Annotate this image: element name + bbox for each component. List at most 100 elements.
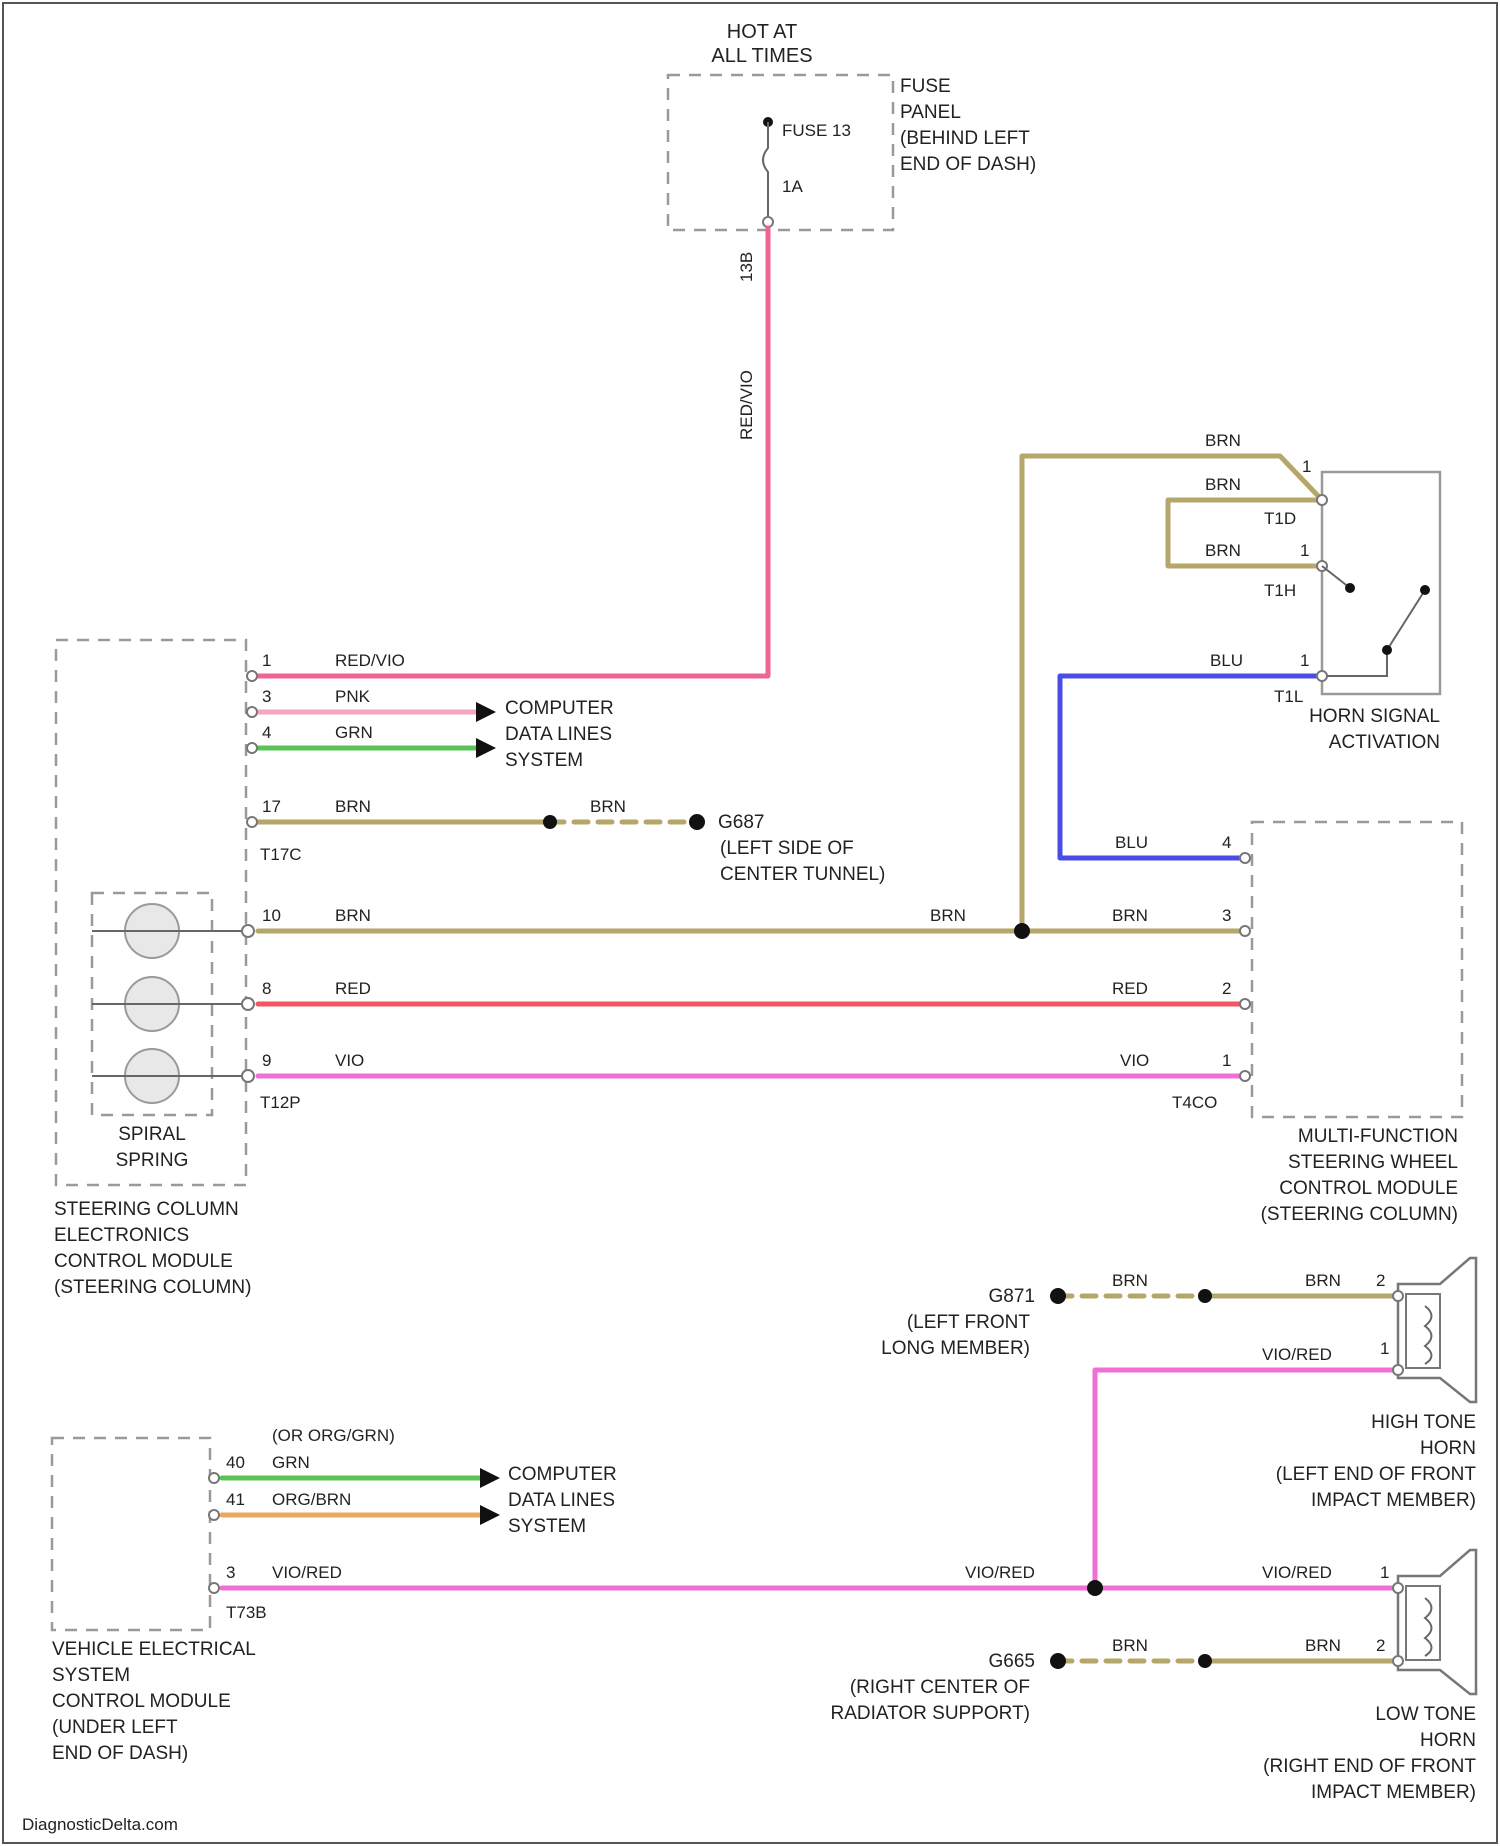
high-horn-name-line-4: IMPACT MEMBER) [1311,1490,1476,1511]
fuse-wire-label: RED/VIO [737,370,756,440]
arrow-pnk [476,702,496,722]
sccm-pin-3-wire: PNK [335,687,371,706]
low-horn-name-line-1: LOW TONE [1375,1704,1476,1725]
spiral-label-line-2: SPRING [116,1150,189,1171]
horn-switch-pin-1c: 1 [1300,651,1309,670]
vescm-pin-40 [209,1473,219,1483]
vescm-pin-41-wire: ORG/BRN [272,1490,351,1509]
sccm-name-line-2: ELECTRONICS [54,1225,189,1246]
horn-switch-name-line-2: ACTIVATION [1329,732,1440,753]
sccm-connector-top: T17C [260,845,302,864]
mfsw-name-line-3: CONTROL MODULE [1279,1178,1458,1199]
fuse-panel-line-1: FUSE [900,76,951,97]
mfsw-name-line-4: (STEERING COLUMN) [1261,1204,1458,1225]
vescm-pin-41 [209,1510,219,1520]
high-horn-pin-1 [1393,1365,1403,1375]
vescm-outline [52,1438,210,1630]
low-horn-pin-2-number: 2 [1376,1636,1385,1655]
sccm-name-line-4: (STEERING COLUMN) [54,1277,251,1298]
fuse-header-line-2: ALL TIMES [711,45,812,67]
sccm-name-line-1: STEERING COLUMN [54,1199,239,1220]
fuse-symbol [763,122,768,222]
fuse-label: FUSE 13 [782,121,851,140]
horn-switch-pin-t1d [1317,495,1327,505]
high-horn-name-line-1: HIGH TONE [1371,1412,1476,1433]
sccm-pin-8-wire: RED [335,979,371,998]
splice-g871-inline [1198,1289,1212,1303]
splice-g665-inline [1198,1654,1212,1668]
mfsw-name-line-1: MULTI-FUNCTION [1298,1126,1458,1147]
vescm-pin-3-wire: VIO/RED [272,1563,342,1582]
mfsw-connector: T4CO [1172,1093,1217,1112]
vescm-vio-red-mid-label: VIO/RED [965,1563,1035,1582]
fuse-terminal-label: 13B [737,252,756,282]
horn-switch-pin-1b: 1 [1300,541,1309,560]
vescm-pin-41-number: 41 [226,1490,245,1509]
high-horn-inner-icon [1406,1294,1440,1368]
g871-id: G871 [989,1286,1035,1307]
mfsw-pin-4-number: 4 [1222,833,1231,852]
sccm-pin-4-number: 4 [262,723,271,742]
sccm-pin-17-wire: BRN [335,797,371,816]
fuse-panel-line-4: END OF DASH) [900,154,1036,175]
low-horn-pin-1-number: 1 [1380,1563,1389,1582]
mfsw-outline [1252,822,1462,1117]
vescm-pin-40-wire: GRN [272,1453,310,1472]
ground-g687 [689,814,705,830]
vescm-data-lines-line-2: DATA LINES [508,1490,615,1511]
vescm-data-lines-line-1: COMPUTER [508,1464,617,1485]
vescm-connector: T73B [226,1603,267,1622]
vescm-pin-3 [209,1583,219,1593]
sccm-pin-1-wire: RED/VIO [335,651,405,670]
sccm-pin-1 [247,671,257,681]
splice-g687-inline [543,815,557,829]
mfsw-pin-1-wire: VIO [1120,1051,1149,1070]
vescm-name-line-2: SYSTEM [52,1665,130,1686]
splices [543,814,1212,1669]
horn-switch-pin-1a: 1 [1302,457,1311,476]
vescm-pin-3-number: 3 [226,1563,235,1582]
watermark: DiagnosticDelta.com [22,1815,178,1834]
mfsw-pin-2 [1240,999,1250,1009]
fuse-section: HOT AT ALL TIMES FUSE 13 1A FUSE PANEL (… [668,21,1036,440]
horn-switch-outline [1322,472,1440,694]
mfsw-pin-1 [1240,1071,1250,1081]
sccm-pin-1-number: 1 [262,651,271,670]
horn-switch-contact-b [1382,645,1392,655]
sccm-pin-17-number: 17 [262,797,281,816]
sccm-pin-9-number: 9 [262,1051,271,1070]
sccm-pin-10-number: 10 [262,906,281,925]
high-horn-name-line-3: (LEFT END OF FRONT [1276,1464,1477,1485]
g871-wire-label: BRN [1112,1271,1148,1290]
horn-switch-connector-t1l: T1L [1274,687,1303,706]
g665-wire-label: BRN [1112,1636,1148,1655]
high-horn-pin-2-number: 2 [1376,1271,1385,1290]
high-horn-pin-2 [1393,1291,1403,1301]
horn-switch-pin-t1l [1317,671,1327,681]
mfsw-pin-3-wire: BRN [1112,906,1148,925]
splice-vio-red [1087,1580,1103,1596]
arrowheads [476,702,500,1525]
low-horn-wire-brn: BRN [1305,1636,1341,1655]
fuse-panel-line-3: (BEHIND LEFT [900,128,1030,149]
horn-switch-contact-a [1345,583,1355,593]
spiral-label-line-1: SPIRAL [118,1124,186,1145]
low-horn-coil-icon [1425,1598,1432,1656]
sccm-pin-8 [242,998,254,1010]
sccm-module: SPIRAL SPRING 1 RED/VIO 3 PNK 4 GRN 17 B… [54,640,885,1298]
arrow-grn-vescm [480,1468,500,1488]
g665-id: G665 [989,1651,1035,1672]
sccm-pin-3-number: 3 [262,687,271,706]
horn-switch-contacts [1322,566,1425,676]
high-horn-body-icon [1398,1258,1476,1402]
mfsw-pin-2-wire: RED [1112,979,1148,998]
g687-location-line-1: (LEFT SIDE OF [720,838,854,859]
sccm-pin-4-wire: GRN [335,723,373,742]
fuse-header-line-1: HOT AT [727,21,797,43]
mfsw-pin-3 [1240,926,1250,936]
vescm-name-line-4: (UNDER LEFT [52,1717,178,1738]
horn-switch-wire-2: BRN [1205,475,1241,494]
vescm-note: (OR ORG/GRN) [272,1426,395,1445]
sccm-data-lines-line-2: DATA LINES [505,724,612,745]
vescm-pin-40-number: 40 [226,1453,245,1472]
